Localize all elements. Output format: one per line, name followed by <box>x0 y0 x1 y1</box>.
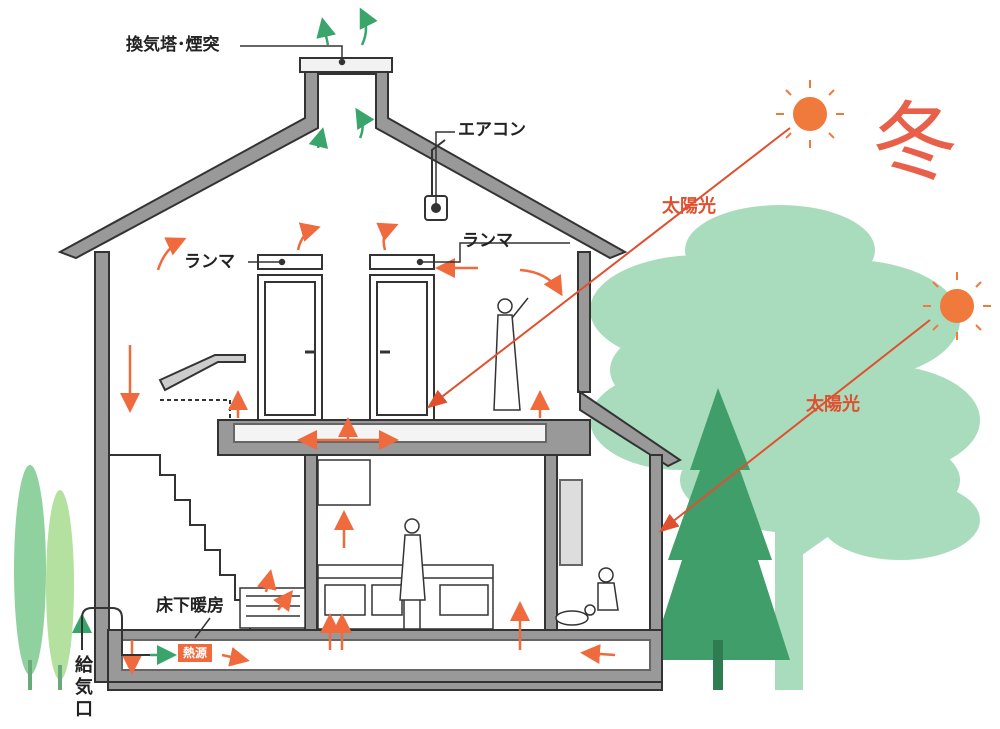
intake-char: 給 <box>75 655 93 676</box>
label-aircon: エアコン <box>458 120 526 140</box>
aircon-icon <box>424 139 448 221</box>
doors <box>257 254 435 421</box>
label-chimney: 換気塔･煙突 <box>126 35 220 55</box>
underfloor-heater <box>239 587 306 629</box>
conifer-tree <box>650 388 790 690</box>
label-air-intake: 給 気 口 <box>74 655 94 721</box>
person-icon <box>399 297 619 630</box>
poplar-trees <box>14 465 74 690</box>
label-underfloor-heating: 床下暖房 <box>156 596 224 616</box>
label-ranma-right: ランマ <box>462 231 513 251</box>
intake-char: 気 <box>75 677 93 698</box>
label-heat-source: 熱源 <box>178 644 212 662</box>
label-ranma-left: ランマ <box>184 252 235 272</box>
house-structure <box>57 57 682 691</box>
warm-air-flows <box>120 222 616 675</box>
intake-char: 口 <box>75 699 93 720</box>
dog-icon <box>555 604 596 626</box>
leader-lines <box>194 45 570 639</box>
label-season-winter: 冬 <box>872 93 958 193</box>
sun-icon <box>776 80 991 340</box>
air-intake-pipe <box>81 607 150 656</box>
fresh-air-flows <box>72 7 378 665</box>
label-sunlight-lower: 太陽光 <box>806 394 860 415</box>
sunlight-rays <box>426 127 931 533</box>
label-sunlight-upper: 太陽光 <box>662 196 716 217</box>
